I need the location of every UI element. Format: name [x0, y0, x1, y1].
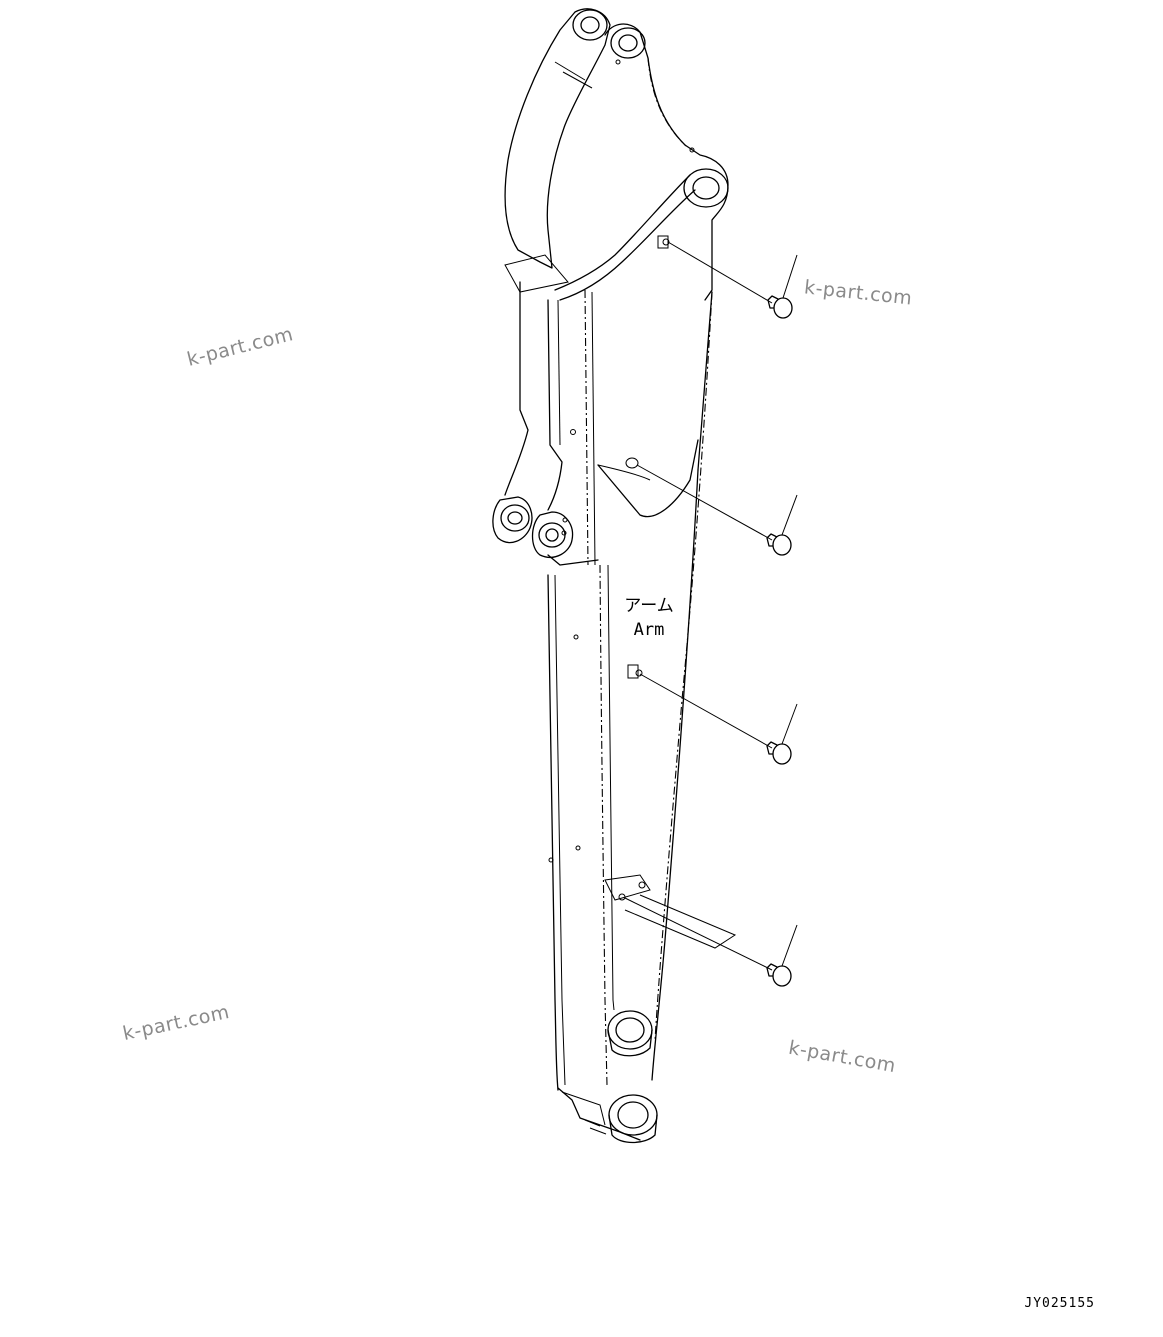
top-left-pin-boss: [572, 9, 608, 41]
plug-1-head: [773, 297, 793, 319]
top-right-pin-boss: [610, 27, 646, 59]
top-fork-left-plate: [504, 8, 611, 269]
part-label: アーム Arm: [612, 594, 686, 642]
plug-4-head: [772, 965, 792, 987]
plug-2-callout: [625, 457, 798, 556]
pin-bosses: [500, 9, 729, 1144]
bucket-pin-boss: [608, 1094, 658, 1136]
lower-pin-boss: [607, 1010, 653, 1050]
top-fork-right-plate: [604, 23, 729, 301]
part-name-jp: アーム: [624, 596, 674, 616]
mid-pin-boss-left: [500, 504, 530, 532]
part-name-en: Arm: [633, 620, 665, 640]
mid-pin-boss-right: [538, 522, 566, 548]
drawing-code: JY025155: [1024, 1296, 1095, 1311]
plug-2-head: [772, 534, 792, 556]
plug-3-head: [772, 743, 792, 765]
cylinder-pin-boss: [683, 168, 729, 208]
arm-body: [492, 8, 737, 1141]
small-holes: [548, 59, 695, 863]
plug-3-callout: [627, 664, 798, 765]
plug-1-callout: [657, 235, 798, 319]
plug-4-callout: [618, 881, 798, 987]
